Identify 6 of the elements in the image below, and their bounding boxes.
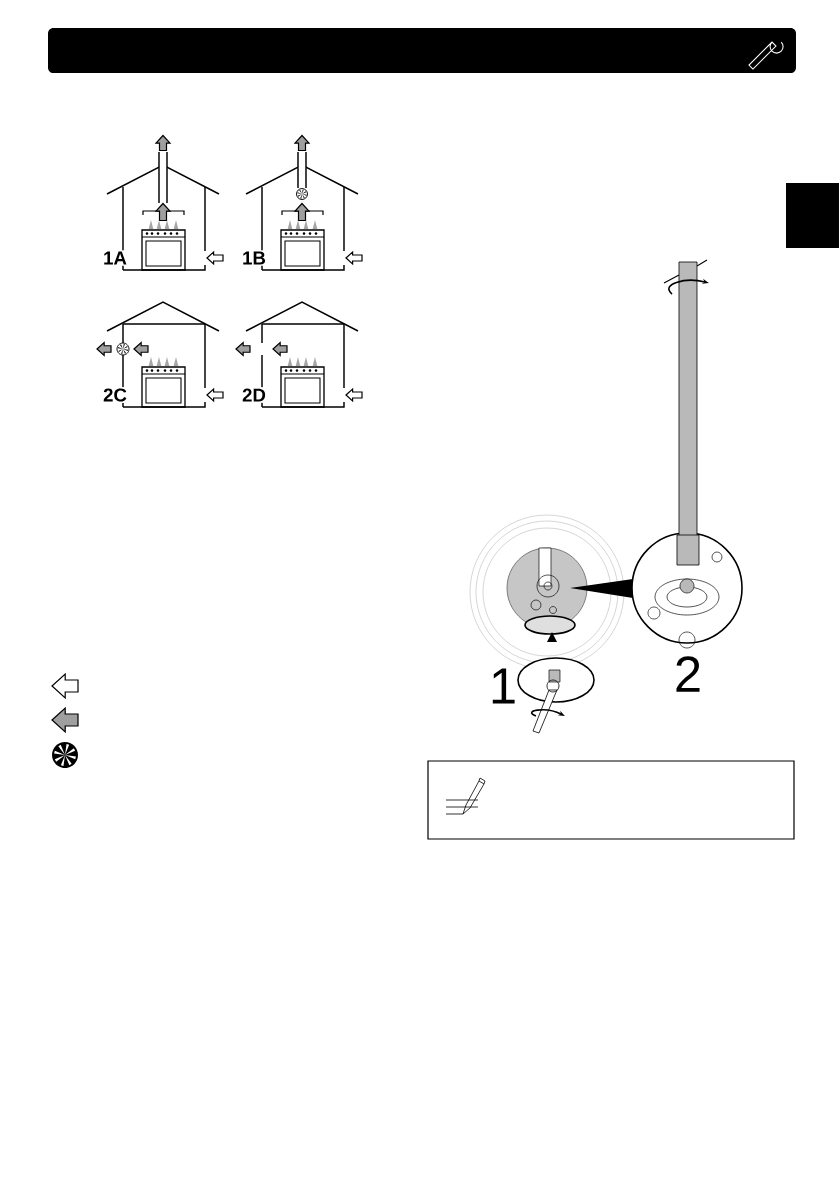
figure-label: 1A [101, 250, 129, 266]
figure-label: 2C [101, 387, 129, 403]
step-number: 2 [676, 656, 700, 692]
step-number: 1 [492, 668, 515, 704]
figure-label: 2D [240, 387, 268, 403]
figure-label: 1B [240, 250, 268, 266]
